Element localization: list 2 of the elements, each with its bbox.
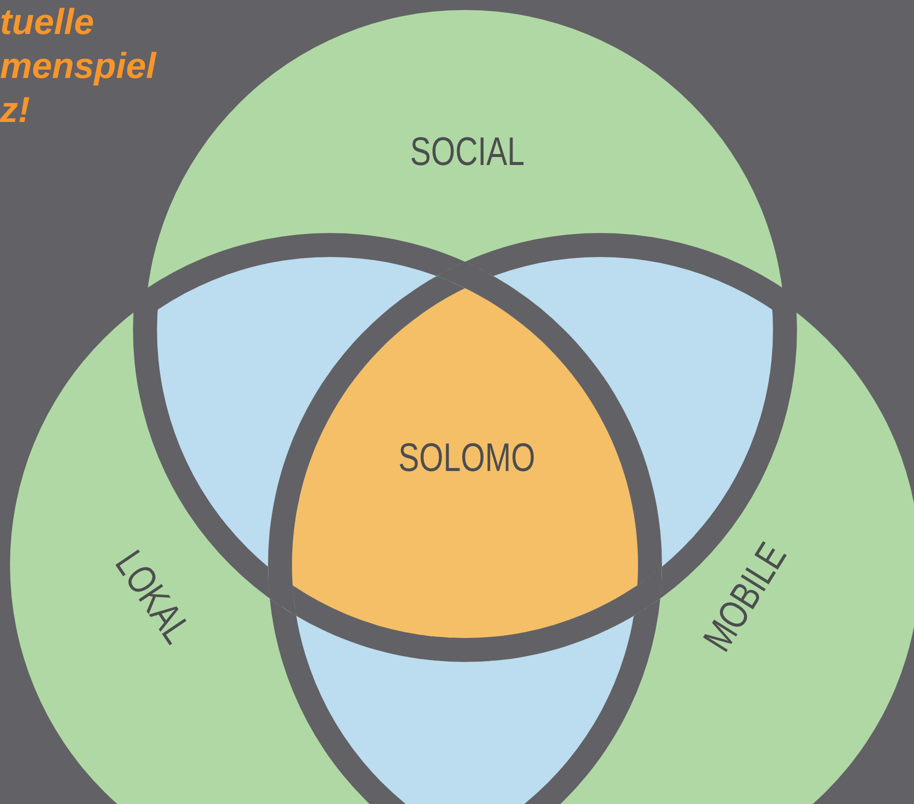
region-label: SOLOMO (398, 436, 536, 480)
region-label: SOCIAL (410, 130, 524, 174)
